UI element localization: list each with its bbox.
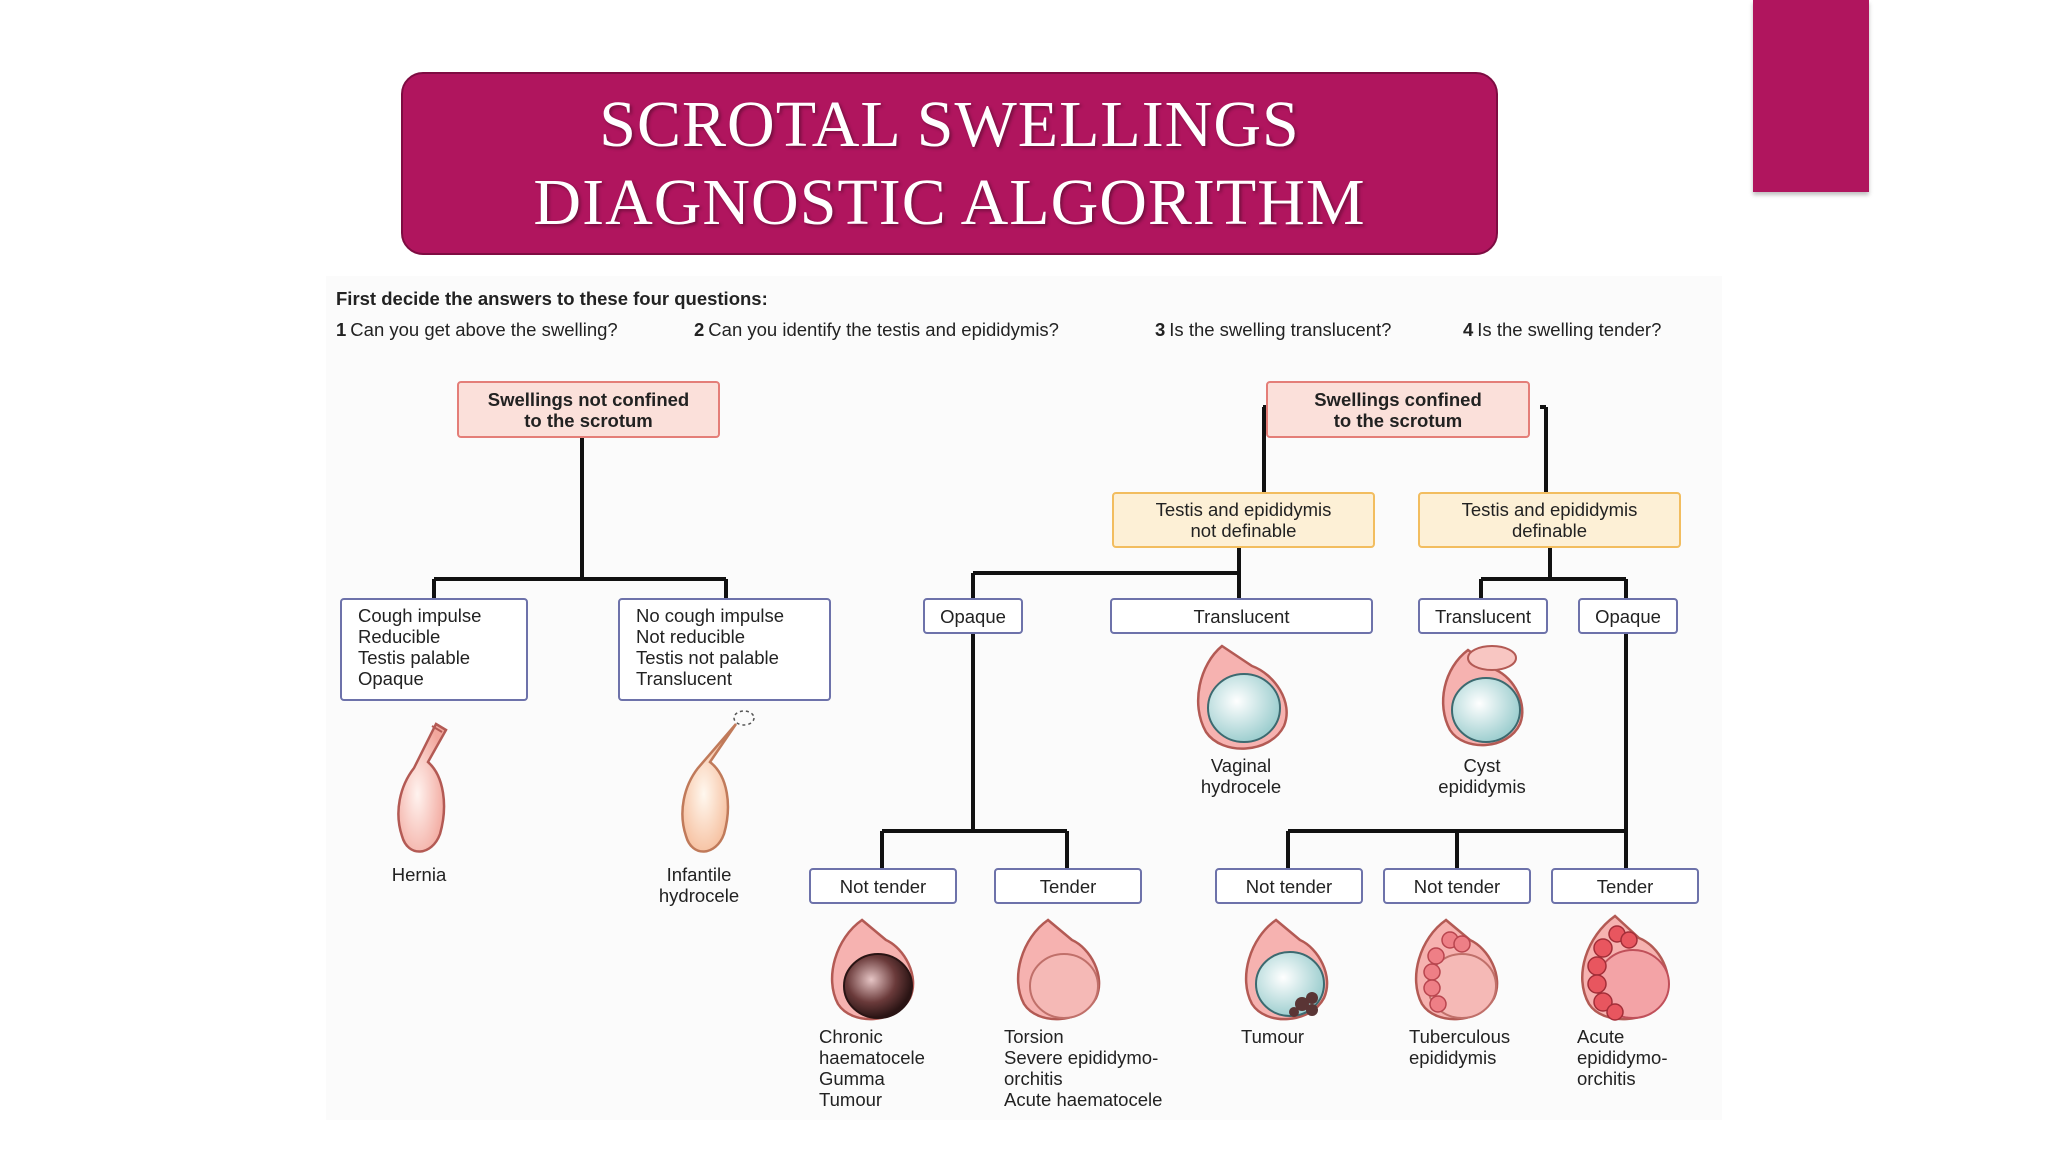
node-label: Testis and epididymis definable <box>1461 499 1638 541</box>
cyst-epididymis-illustration <box>1441 645 1524 747</box>
node-label: Swellings confined to the scrotum <box>1314 388 1482 431</box>
node-not-tender-1: Not tender <box>809 868 957 904</box>
questions-lead: First decide the answers to these four q… <box>336 288 768 309</box>
algorithm-figure: First decide the answers to these four q… <box>326 276 1722 1120</box>
node-label: Not tender <box>1245 875 1333 897</box>
question-number: 4 <box>1463 319 1474 340</box>
vaginal-hydrocele-illustration <box>1196 644 1288 750</box>
node-not-tender-3: Not tender <box>1383 868 1531 904</box>
node-opaque-2: Opaque <box>1578 598 1678 634</box>
node-no-cough-impulse: No cough impulse Not reducible Testis no… <box>618 598 831 701</box>
title-line-1: SCROTAL SWELLINGS <box>599 87 1300 161</box>
tuberculous-epididymis-illustration <box>1414 918 1499 1021</box>
node-not-tender-2: Not tender <box>1215 868 1363 904</box>
question-text: Is the swelling translucent? <box>1169 319 1392 340</box>
label-acute-epididymo-orchitis: Acute epididymo- orchitis <box>1577 1026 1668 1089</box>
connector-lines <box>432 405 1628 868</box>
question-number: 2 <box>694 319 705 340</box>
node-tender-1: Tender <box>994 868 1142 904</box>
node-translucent-1: Translucent <box>1110 598 1373 634</box>
title-banner: SCROTAL SWELLINGS DIAGNOSTIC ALGORITHM <box>401 72 1498 255</box>
node-definable: Testis and epididymis definable <box>1418 492 1681 548</box>
label-tuberculous-epididymis: Tuberculous epididymis <box>1409 1026 1511 1068</box>
tumour-illustration <box>1244 918 1329 1021</box>
torsion-illustration <box>1016 918 1101 1021</box>
title-line-2: DIAGNOSTIC ALGORITHM <box>533 165 1366 239</box>
node-label: Cough impulse Reducible Testis palable O… <box>358 605 482 689</box>
question-text: Is the swelling tender? <box>1477 319 1662 340</box>
node-cough-impulse: Cough impulse Reducible Testis palable O… <box>340 598 528 701</box>
node-label: Tender <box>1596 875 1654 897</box>
node-label: Translucent <box>1193 605 1290 627</box>
label-infantile-hydrocele: Infantile hydrocele <box>658 864 740 906</box>
label-tumour: Tumour <box>1241 1026 1305 1047</box>
node-tender-2: Tender <box>1551 868 1699 904</box>
node-label: No cough impulse Not reducible Testis no… <box>636 605 785 689</box>
corner-accent <box>1753 0 1869 192</box>
node-opaque-1: Opaque <box>923 598 1023 634</box>
question-number: 3 <box>1155 319 1166 340</box>
node-not-confined: Swellings not confined to the scrotum <box>457 381 720 438</box>
node-label: Not tender <box>1413 875 1501 897</box>
label-hernia: Hernia <box>391 864 447 885</box>
acute-epididymo-orchitis-illustration <box>1581 914 1670 1021</box>
question-number: 1 <box>336 319 347 340</box>
question-text: Can you identify the testis and epididym… <box>708 319 1059 340</box>
hernia-illustration <box>397 722 448 853</box>
node-label: Opaque <box>940 605 1006 627</box>
label-chronic-haematocele: Chronic haematocele Gumma Tumour <box>819 1026 925 1110</box>
node-label: Opaque <box>1595 605 1661 627</box>
label-torsion: Torsion Severe epididymo- orchitis Acute… <box>1004 1026 1163 1110</box>
infantile-hydrocele-illustration <box>681 710 755 853</box>
node-label: Translucent <box>1435 605 1531 627</box>
node-label: Not tender <box>839 875 927 897</box>
node-translucent-2: Translucent <box>1418 598 1548 634</box>
node-not-definable: Testis and epididymis not definable <box>1112 492 1375 548</box>
node-label: Swellings not confined to the scrotum <box>487 388 690 431</box>
chronic-haematocele-illustration <box>830 918 915 1021</box>
node-confined: Swellings confined to the scrotum <box>1266 381 1530 438</box>
label-vaginal-hydrocele: Vaginal hydrocele <box>1200 755 1282 797</box>
node-label: Tender <box>1039 875 1097 897</box>
label-cyst-epididymis: Cyst epididymis <box>1438 755 1526 797</box>
question-text: Can you get above the swelling? <box>350 319 618 340</box>
node-label: Testis and epididymis not definable <box>1155 499 1332 541</box>
